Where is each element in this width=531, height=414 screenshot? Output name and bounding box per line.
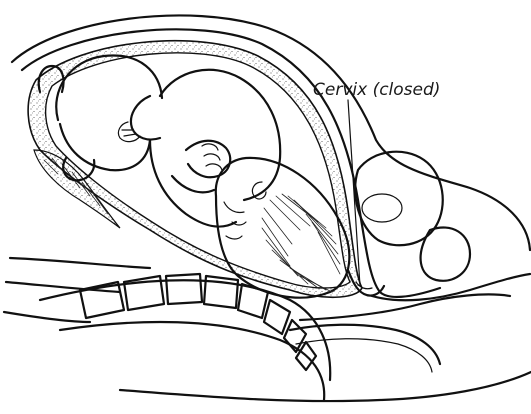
- bladder-inner: [362, 194, 402, 222]
- pubic-bone: [421, 227, 470, 280]
- lower-body-outline: [4, 258, 150, 322]
- rectum: [290, 325, 440, 364]
- sacrum-curve: [60, 322, 324, 400]
- back-outline: [120, 372, 531, 401]
- cervix-label: Cervix (closed): [313, 80, 440, 100]
- perineum: [300, 294, 510, 320]
